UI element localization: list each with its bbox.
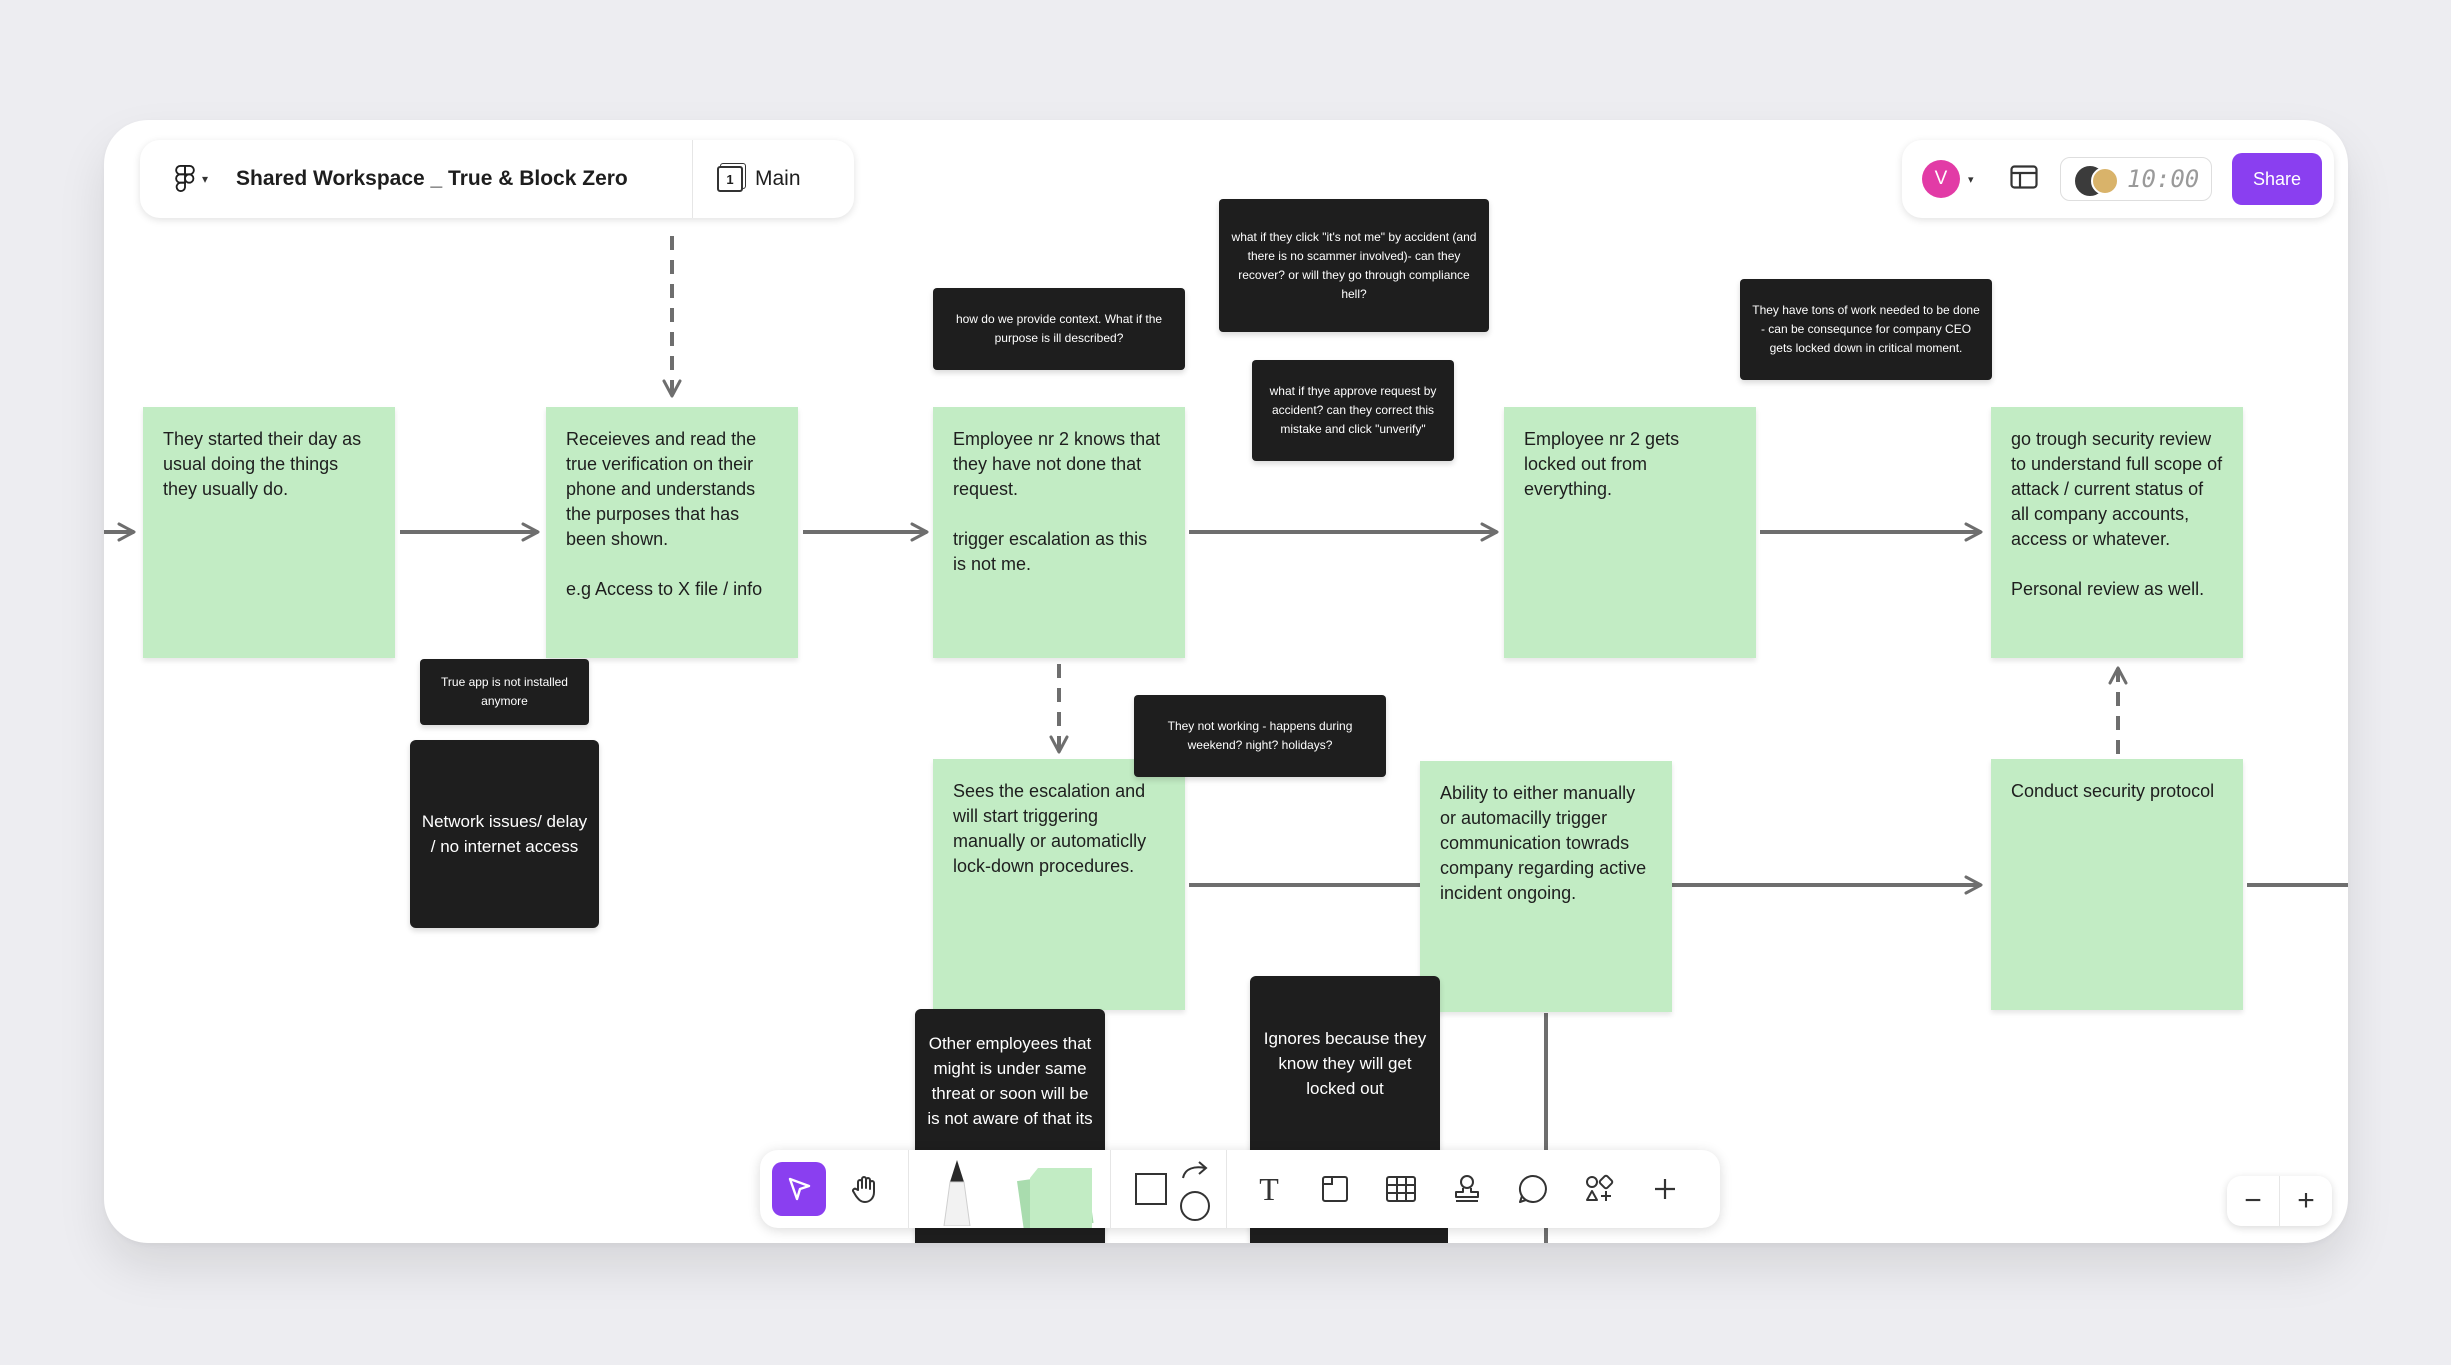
comment-tool[interactable] <box>1506 1162 1560 1216</box>
stamp-icon <box>1455 1175 1479 1202</box>
widgets-icon <box>1586 1174 1614 1201</box>
layout-icon[interactable] <box>2010 164 2042 194</box>
sticky-note-start-day[interactable]: They started their day as usual doing th… <box>143 407 395 658</box>
sticky-note-communication[interactable]: Ability to either manually or automacill… <box>1420 761 1672 1012</box>
stamp-tool[interactable] <box>1440 1162 1494 1216</box>
dark-note-tons-of-work[interactable]: They have tons of work needed to be done… <box>1740 279 1992 380</box>
sticky-note-employee-knows[interactable]: Employee nr 2 knows that they have not d… <box>933 407 1185 658</box>
pen-tool[interactable] <box>930 1154 984 1228</box>
dark-note-network-issues[interactable]: Network issues/ delay / no internet acce… <box>410 740 599 928</box>
chevron-down-icon[interactable]: ▾ <box>1968 173 1974 186</box>
cursor-tool[interactable] <box>772 1162 826 1216</box>
shape-tool[interactable] <box>1124 1162 1178 1216</box>
figma-logo-icon[interactable] <box>160 165 210 193</box>
zoom-out-button[interactable]: − <box>2244 1184 2262 1217</box>
sticky-note-icon <box>1017 1168 1094 1228</box>
share-button[interactable]: Share <box>2232 153 2322 205</box>
hand-tool[interactable] <box>838 1162 892 1216</box>
comment-icon <box>1518 1174 1547 1203</box>
shape-icon <box>1135 1173 1167 1205</box>
zoom-in-button[interactable]: + <box>2297 1184 2315 1217</box>
dark-note-not-working[interactable]: They not working - happens during weeken… <box>1134 695 1386 777</box>
collab-bar: V ▾ 10:00 Share <box>1902 140 2334 218</box>
divider <box>1226 1150 1227 1228</box>
user-avatar[interactable]: V <box>1922 160 1960 198</box>
more-tools[interactable] <box>1638 1162 1692 1216</box>
page-name: Main <box>755 167 801 190</box>
connectors <box>104 236 2348 1243</box>
text-icon: T <box>1259 1170 1279 1207</box>
chevron-down-icon[interactable]: ▾ <box>202 172 209 186</box>
divider <box>1110 1150 1111 1228</box>
timer-widget[interactable]: 10:00 <box>2060 157 2212 201</box>
sticky-note-security-review[interactable]: go trough security review to understand … <box>1991 407 2243 658</box>
dark-note-approve-accident[interactable]: what if thye approve request by accident… <box>1252 360 1454 461</box>
timer-avatars <box>2069 163 2123 198</box>
sticky-note-locked-out[interactable]: Employee nr 2 gets locked out from every… <box>1504 407 1756 658</box>
table-tool[interactable] <box>1374 1162 1428 1216</box>
page-icon: 1 <box>717 166 743 192</box>
file-header: ▾ Shared Workspace _ True & Block Zero 1… <box>140 140 854 218</box>
divider <box>2279 1176 2280 1226</box>
pen-icon <box>943 1160 971 1226</box>
timer-text: 10:00 <box>2127 165 2200 193</box>
sticky-note-security-protocol[interactable]: Conduct security protocol <box>1991 759 2243 1010</box>
avatar <box>2091 167 2119 195</box>
connector-tool[interactable] <box>1168 1156 1222 1222</box>
dark-note-not-me-accident[interactable]: what if they click "it's not me" by acci… <box>1219 199 1489 332</box>
dark-note-context[interactable]: how do we provide context. What if the p… <box>933 288 1185 370</box>
cursor-icon <box>788 1177 811 1201</box>
sticky-note-receives-verification[interactable]: Receieves and read the true verification… <box>546 407 798 658</box>
section-tool[interactable] <box>1308 1162 1362 1216</box>
sticky-note-sees-escalation[interactable]: Sees the escalation and will start trigg… <box>933 759 1185 1010</box>
zoom-controls: − + <box>2227 1176 2332 1226</box>
bottom-toolbar: T <box>760 1150 1720 1228</box>
text-tool[interactable]: T <box>1242 1162 1296 1216</box>
divider <box>908 1150 909 1228</box>
divider <box>692 140 693 218</box>
page-selector[interactable]: 1 Main <box>693 166 801 192</box>
connector-icon <box>1180 1161 1210 1221</box>
file-name[interactable]: Shared Workspace _ True & Block Zero <box>236 167 628 190</box>
section-icon <box>1322 1176 1348 1202</box>
hand-icon <box>852 1176 875 1203</box>
canvas-window[interactable]: They started their day as usual doing th… <box>104 120 2348 1243</box>
sticky-note-tool[interactable] <box>1010 1160 1100 1228</box>
dark-note-app-not-installed[interactable]: True app is not installed anymore <box>420 659 589 725</box>
widgets-tool[interactable] <box>1572 1162 1626 1216</box>
plus-icon <box>1655 1179 1675 1199</box>
table-icon <box>1386 1176 1416 1202</box>
dark-note-bottom-peek <box>1258 1224 1448 1243</box>
